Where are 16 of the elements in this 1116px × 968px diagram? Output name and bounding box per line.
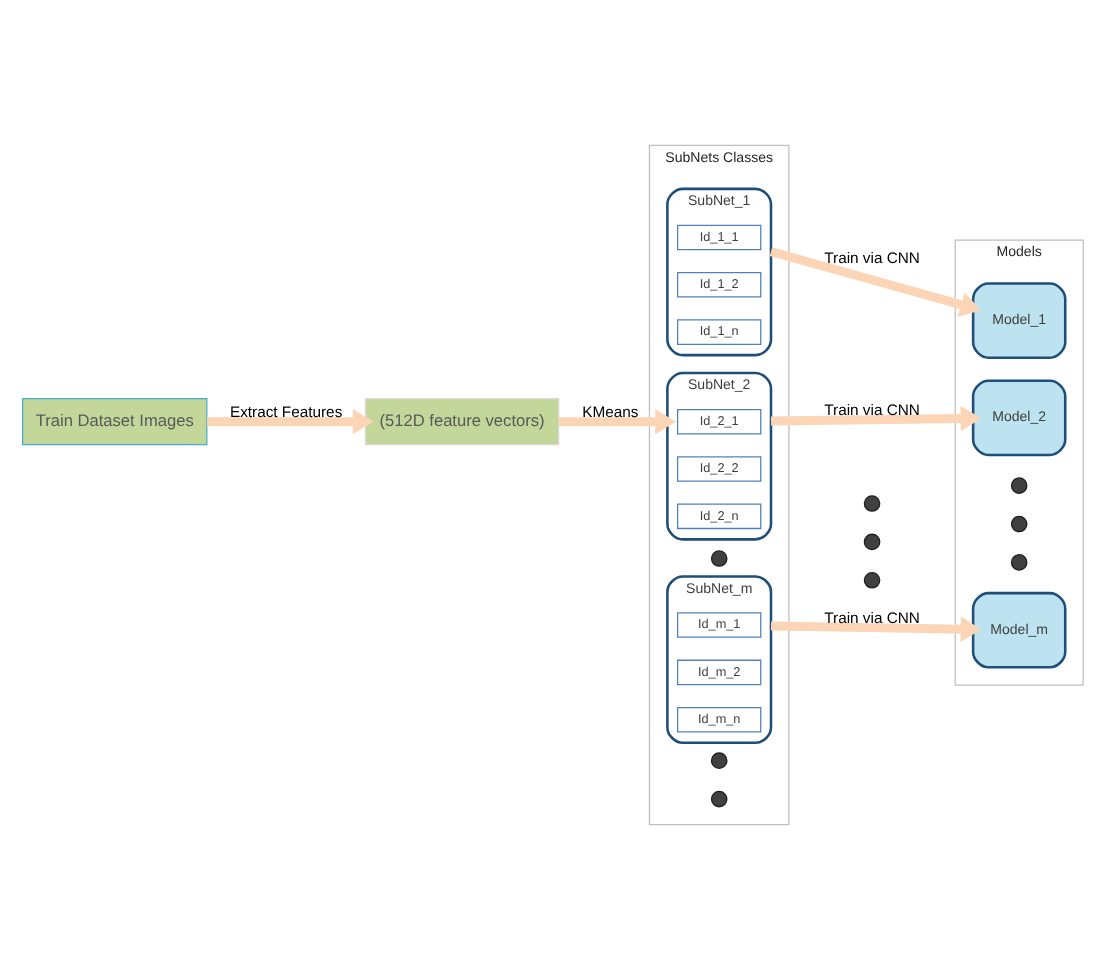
node-box: (512D feature vectors) [364, 397, 560, 445]
node-box: Train Dataset Images [22, 397, 208, 445]
node-circle [1010, 514, 1028, 532]
arrow [207, 407, 374, 434]
node-circle [1010, 476, 1028, 493]
arrow [770, 404, 982, 431]
node-circle [863, 532, 881, 550]
node-circle [710, 789, 728, 807]
node-circle [710, 549, 728, 566]
arrow [770, 615, 982, 641]
node-circle [1010, 553, 1028, 570]
arrow [769, 246, 982, 316]
arrow [558, 407, 676, 434]
node-circle [710, 751, 728, 768]
node-circle [863, 571, 881, 588]
node-circle [863, 494, 881, 511]
